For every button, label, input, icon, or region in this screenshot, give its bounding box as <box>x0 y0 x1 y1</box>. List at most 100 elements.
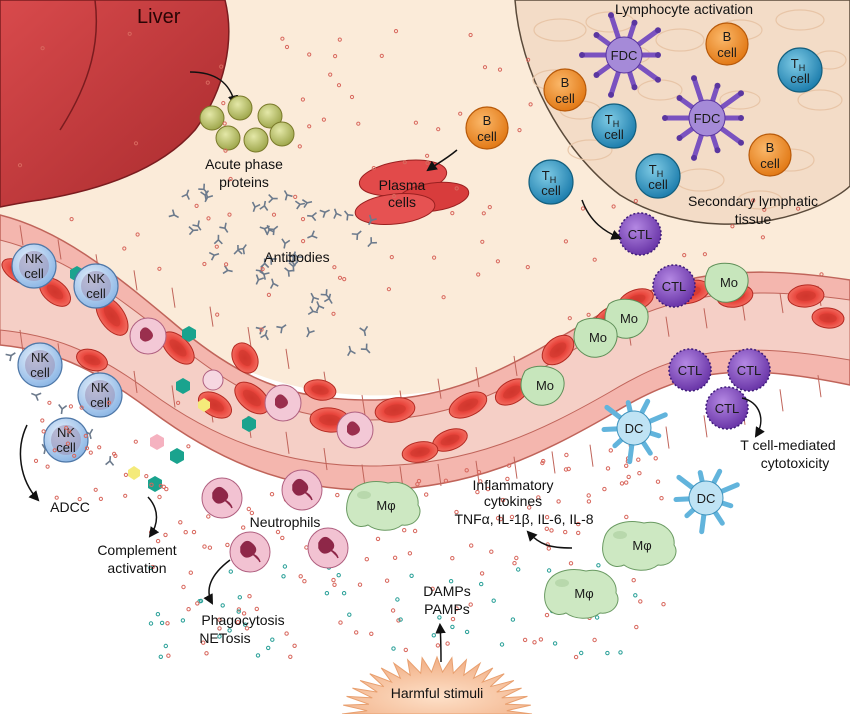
macrophage: Mφ <box>602 521 677 571</box>
svg-text:cell: cell <box>717 45 737 60</box>
antibody-icon <box>208 251 220 261</box>
monocyte: Mo <box>704 262 749 303</box>
antibody-icon <box>284 267 295 277</box>
vessel-neutrophils <box>129 317 374 449</box>
antibody-icon <box>283 190 293 201</box>
antibody-icon <box>168 209 179 219</box>
plasma-cells-label-1: Plasma <box>379 177 426 193</box>
svg-text:cell: cell <box>790 71 810 86</box>
tcell-cytotox-label-1: T cell-mediated <box>740 437 835 453</box>
fdc-cell: FDC <box>579 12 661 98</box>
svg-text:cell: cell <box>541 183 561 198</box>
complement-label-1: Complement <box>97 542 176 558</box>
svg-text:B: B <box>483 113 492 128</box>
phagocytosis-label: Phagocytosis <box>201 612 284 628</box>
inflammatory-label-2: cytokines <box>484 493 542 509</box>
adcc-label: ADCC <box>50 499 90 515</box>
antibody-icon <box>307 230 318 239</box>
plasma-arrow <box>426 149 458 172</box>
plasma-cells-label-2: cells <box>388 194 416 210</box>
complement-label-2: activation <box>107 560 166 576</box>
svg-text:FDC: FDC <box>611 48 638 63</box>
follicular-dendritic-cells: FDC FDC <box>579 12 744 161</box>
acute-phase-label-2: proteins <box>219 174 269 190</box>
antibody-icon <box>31 392 42 401</box>
antibody-icon <box>306 326 315 338</box>
fdc-cell: FDC <box>662 75 744 161</box>
antibody-icon <box>222 265 233 275</box>
svg-text:cell: cell <box>760 156 780 171</box>
acute-phase-label-1: Acute phase <box>205 156 283 172</box>
svg-text:cell: cell <box>30 365 50 380</box>
red-blood-cell <box>39 277 71 307</box>
plasma-cells <box>354 159 470 225</box>
svg-text:cell: cell <box>604 127 624 142</box>
antibody-icon <box>188 226 199 236</box>
svg-text:NK: NK <box>87 271 105 286</box>
antibody-icon <box>213 234 223 245</box>
red-blood-cell <box>432 428 468 452</box>
red-blood-cell <box>448 391 488 419</box>
red-blood-cell <box>787 284 825 308</box>
red-blood-cell <box>811 307 845 329</box>
secondary-tissue-label-1: Secondary lymphatic <box>688 193 818 209</box>
svg-text:CTL: CTL <box>715 401 740 416</box>
netosis-label: NETosis <box>199 630 250 646</box>
lymphocytes: BcellBcellBcellBcellTHcellTHcellTHcellTH… <box>465 22 823 205</box>
svg-text:NK: NK <box>57 425 75 440</box>
antibody-icon <box>58 404 68 415</box>
svg-text:cell: cell <box>555 91 575 106</box>
inflammatory-label-1: Inflammatory <box>473 477 554 493</box>
antibody-icon <box>260 329 269 341</box>
pathogen-dots <box>33 400 668 660</box>
harmful-stimuli-burst <box>341 655 533 714</box>
antibody-icon <box>281 238 291 249</box>
svg-text:Mo: Mo <box>620 311 638 326</box>
antibody-icon <box>259 200 269 211</box>
cytokine-dots-upper <box>17 29 824 332</box>
red-blood-cell <box>76 348 108 372</box>
antibody-icon <box>368 214 377 226</box>
svg-text:CTL: CTL <box>678 363 703 378</box>
antibody-icon <box>351 230 362 240</box>
svg-text:CTL: CTL <box>662 279 687 294</box>
pamps-label: PAMPs <box>424 601 470 617</box>
svg-text:cell: cell <box>648 177 668 192</box>
monocyte: Mo <box>520 365 565 406</box>
tcell-cytotox-label-2: cytotoxicity <box>761 455 829 471</box>
antibody-icon <box>251 201 261 213</box>
antibody-icon <box>307 212 317 222</box>
svg-text:B: B <box>766 140 775 155</box>
antibody-icon <box>293 252 303 263</box>
svg-text:cell: cell <box>24 266 44 281</box>
damps-label: DAMPs <box>423 583 470 599</box>
antibody-icon <box>181 189 190 200</box>
neutrophil <box>229 531 271 573</box>
red-blood-cell <box>401 441 439 463</box>
svg-text:Mo: Mo <box>589 330 607 345</box>
antibody-icon <box>294 200 306 210</box>
red-blood-cell <box>374 397 416 423</box>
th-to-ctl-arrow <box>581 199 622 240</box>
svg-text:Mo: Mo <box>720 275 738 290</box>
neutrophil <box>307 527 349 569</box>
red-blood-cell <box>494 378 530 406</box>
neutrophil <box>281 469 323 511</box>
antibody-icon <box>105 455 115 466</box>
liver-label: Liver <box>137 6 181 28</box>
adcc-arrow <box>19 424 40 502</box>
neutrophils-label: Neutrophils <box>250 514 321 530</box>
antibody-icon <box>260 258 270 269</box>
